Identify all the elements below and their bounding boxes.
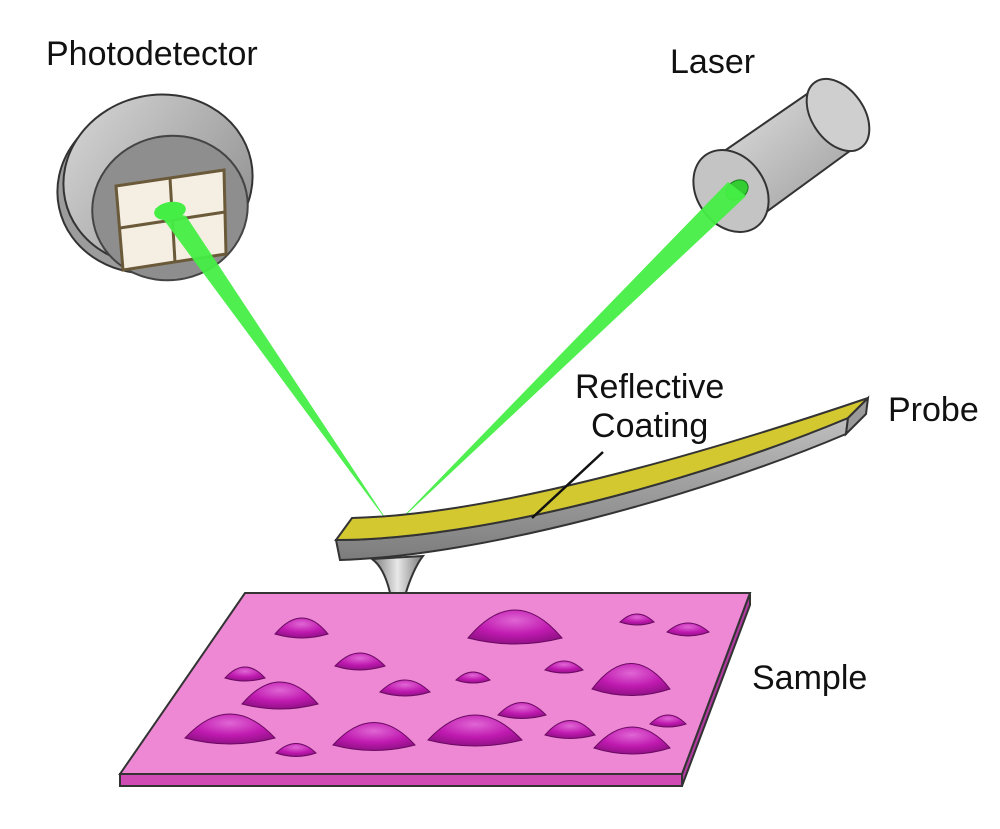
surface-feature [591,663,671,696]
surface-feature [666,622,710,637]
sample-features [184,609,710,757]
surface-feature [275,743,317,757]
surface-feature [224,666,266,682]
surface-feature [619,613,655,626]
surface-feature [467,609,563,645]
photodetector-housing [56,93,254,282]
surface-feature [241,681,319,710]
reflected-spot [154,201,186,221]
photodetector-label: Photodetector [46,35,258,73]
reflective-coating-label: Reflective Coating [575,368,724,446]
reflective-coating-label-line1: Reflective [575,368,725,406]
surface-feature [497,702,547,719]
surface-feature [593,726,671,755]
sample-label: Sample [752,659,868,697]
incident-laser-beam [392,182,746,528]
sample-substrate [118,592,752,787]
surface-feature [334,652,386,671]
reflected-laser-beam [155,208,392,528]
surface-feature [379,679,431,697]
surface-feature [544,660,584,674]
surface-feature [332,722,416,751]
surface-feature [544,720,596,739]
surface-feature [649,714,687,728]
surface-feature [427,714,523,747]
reflective-coating-label-line2: Coating [591,407,709,446]
laser-label: Laser [670,43,756,81]
surface-feature [184,713,276,745]
probe-label: Probe [888,391,979,429]
surface-feature [455,671,491,684]
surface-feature [274,617,329,639]
reflective-coating-pointer [531,451,604,519]
cantilever-probe [334,395,870,562]
